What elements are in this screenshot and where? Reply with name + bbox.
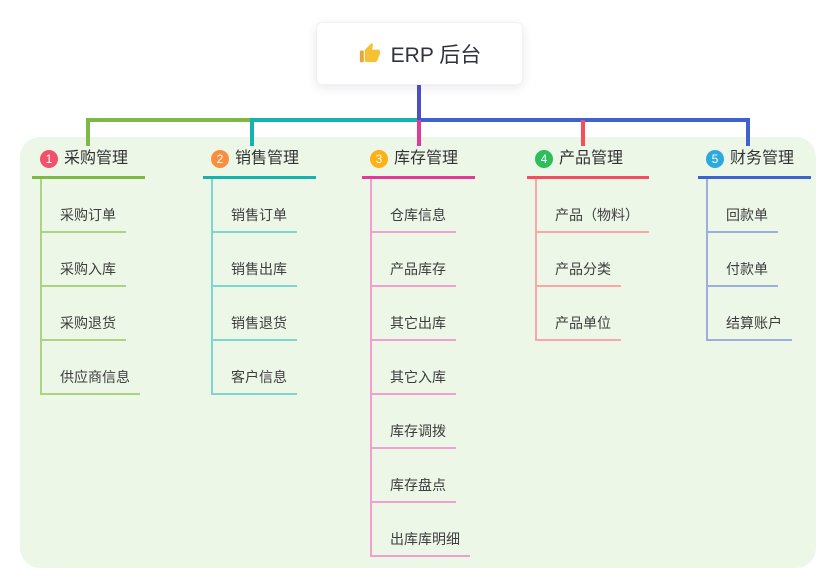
child-node[interactable]: 其它出库 (372, 287, 456, 341)
branch-label: 采购管理 (64, 150, 129, 167)
branch-label: 财务管理 (730, 150, 795, 167)
child-node[interactable]: 产品库存 (372, 233, 456, 287)
branch-head[interactable]: 3 库存管理 (362, 148, 475, 179)
root-node[interactable]: ERP 后台 (316, 22, 523, 85)
child-node[interactable]: 销售出库 (213, 233, 297, 287)
child-node[interactable]: 产品分类 (537, 233, 621, 287)
child-node[interactable]: 客户信息 (213, 341, 297, 395)
branch-number-badge: 5 (706, 150, 724, 168)
branch-head[interactable]: 2 销售管理 (203, 148, 316, 179)
bus-segment-blue (417, 118, 750, 122)
branch-label: 销售管理 (235, 150, 300, 167)
child-node[interactable]: 回款单 (708, 179, 778, 233)
branch-node-2: 2 销售管理 销售订单销售出库销售退货客户信息 (203, 148, 316, 395)
child-node[interactable]: 付款单 (708, 233, 778, 287)
branch-head[interactable]: 4 产品管理 (527, 148, 649, 179)
branch-head[interactable]: 1 采购管理 (32, 148, 145, 179)
branch-number-badge: 4 (535, 150, 553, 168)
child-node[interactable]: 其它入库 (372, 341, 456, 395)
branch-number-badge: 3 (370, 150, 388, 168)
child-node[interactable]: 库存调拨 (372, 395, 456, 449)
child-node[interactable]: 销售退货 (213, 287, 297, 341)
branch-label: 库存管理 (394, 150, 459, 167)
root-connector (417, 84, 421, 122)
child-node[interactable]: 产品单位 (537, 287, 621, 341)
branch-children: 销售订单销售出库销售退货客户信息 (211, 179, 316, 395)
child-node[interactable]: 供应商信息 (42, 341, 140, 395)
branch-label: 产品管理 (559, 150, 624, 167)
branch-node-5: 5 财务管理 回款单付款单结算账户 (698, 148, 811, 341)
branch-head[interactable]: 5 财务管理 (698, 148, 811, 179)
branch-node-3: 3 库存管理 仓库信息产品库存其它出库其它入库库存调拨库存盘点出库库明细 (362, 148, 475, 557)
bus-segment-green (86, 118, 254, 122)
bus-segment-teal (250, 118, 421, 122)
child-node[interactable]: 采购入库 (42, 233, 126, 287)
child-node[interactable]: 仓库信息 (372, 179, 456, 233)
child-node[interactable]: 库存盘点 (372, 449, 456, 503)
child-node[interactable]: 出库库明细 (372, 503, 470, 557)
child-node[interactable]: 采购退货 (42, 287, 126, 341)
branch-children: 回款单付款单结算账户 (706, 179, 811, 341)
root-node-label: ERP 后台 (390, 43, 482, 67)
child-node[interactable]: 结算账户 (708, 287, 792, 341)
branch-children: 仓库信息产品库存其它出库其它入库库存调拨库存盘点出库库明细 (370, 179, 475, 557)
child-node[interactable]: 销售订单 (213, 179, 297, 233)
branch-node-1: 1 采购管理 采购订单采购入库采购退货供应商信息 (32, 148, 145, 395)
branch-number-badge: 1 (40, 150, 58, 168)
branch-node-4: 4 产品管理 产品（物料）产品分类产品单位 (527, 148, 649, 341)
branch-children: 采购订单采购入库采购退货供应商信息 (40, 179, 145, 395)
child-node[interactable]: 采购订单 (42, 179, 126, 233)
thumbs-up-icon (359, 42, 380, 63)
child-node[interactable]: 产品（物料） (537, 179, 649, 233)
branch-children: 产品（物料）产品分类产品单位 (535, 179, 649, 341)
background-panel (20, 137, 816, 568)
branch-number-badge: 2 (211, 150, 229, 168)
